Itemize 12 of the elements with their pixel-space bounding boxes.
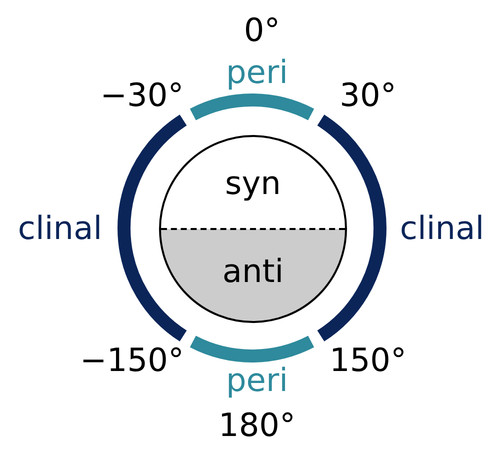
angle-label: 0° [244, 14, 280, 46]
region-label: peri [226, 56, 288, 88]
region-label: clinal [400, 212, 484, 244]
angle-label: 180° [218, 409, 296, 441]
region-label: clinal [18, 212, 102, 244]
node-label: syn [225, 167, 281, 199]
angle-label: −150° [80, 344, 184, 376]
region-label: peri [226, 364, 288, 396]
angle-label: 150° [329, 344, 407, 376]
angle-label: 30° [340, 79, 396, 111]
angle-label: −30° [100, 79, 184, 111]
node-label: anti [222, 255, 284, 287]
